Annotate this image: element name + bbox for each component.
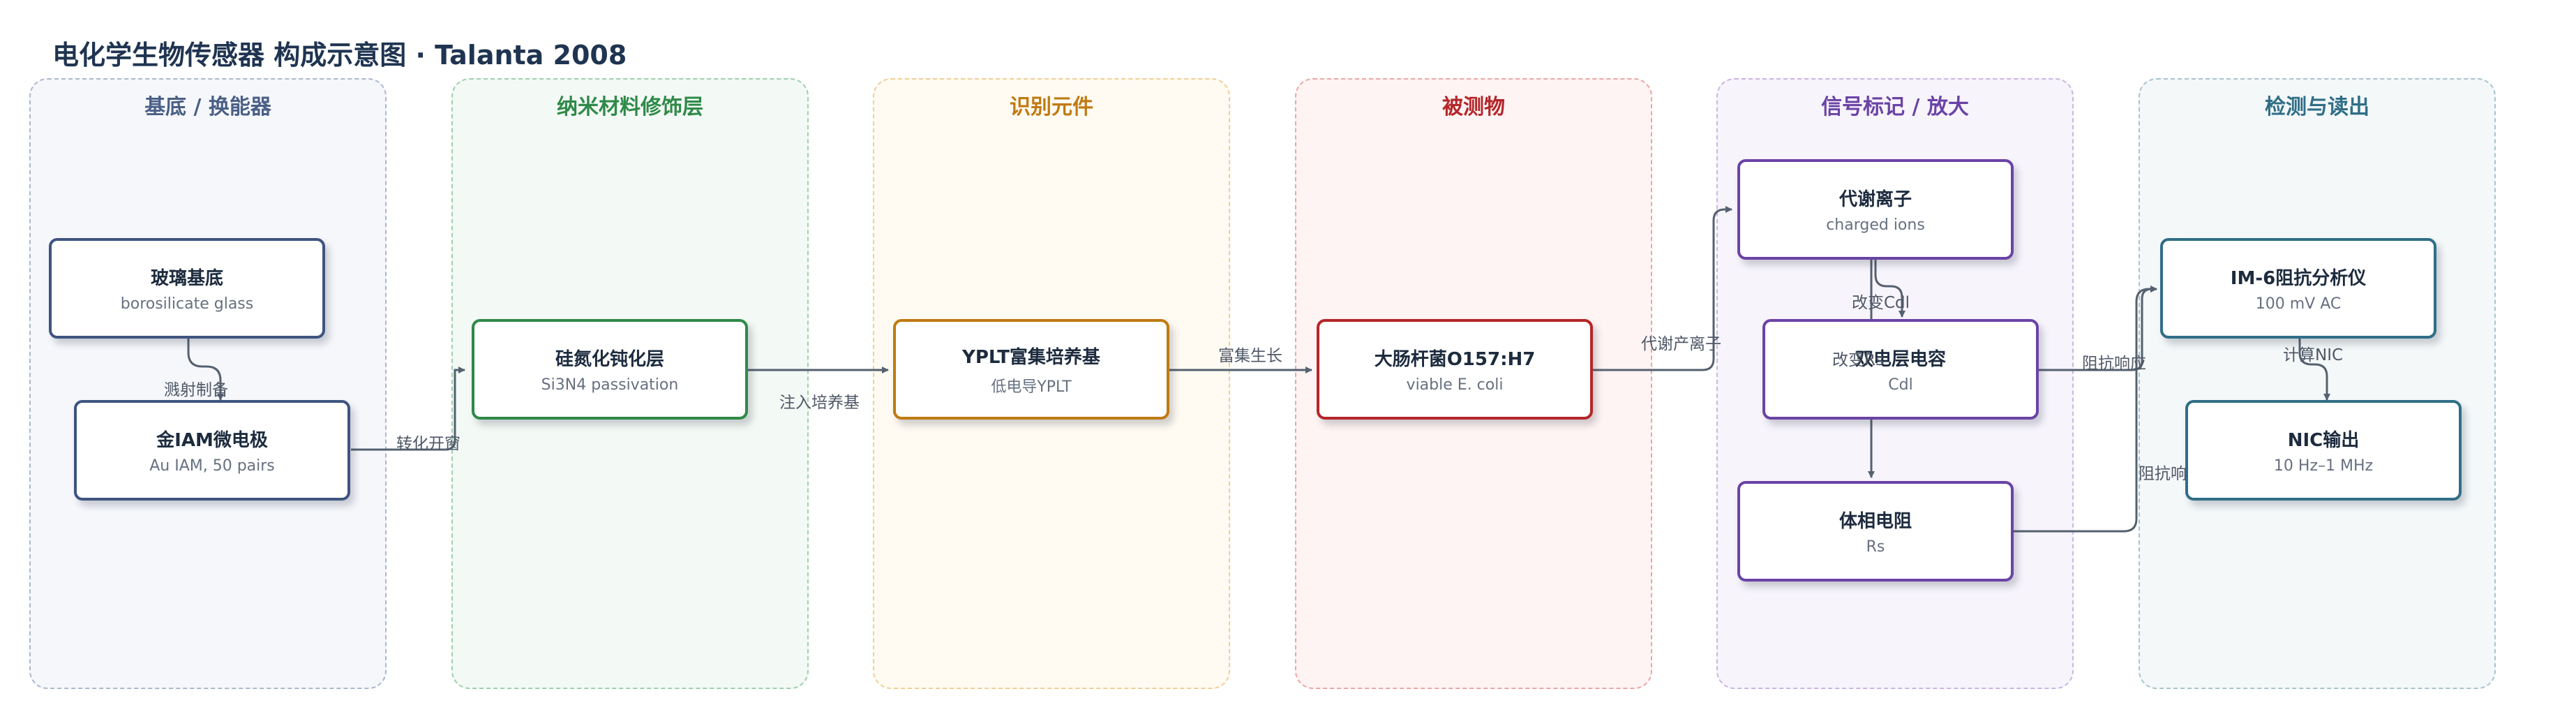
node-subtitle: viable E. coli	[1406, 376, 1504, 394]
lane-detection: 检测与读出	[2139, 78, 2496, 689]
edge-sputter	[187, 339, 224, 401]
node-bulk-resistance: 体相电阻 Rs	[1737, 481, 2014, 582]
edge-calc	[2298, 339, 2330, 401]
lane-title: 被测物	[1442, 95, 1505, 119]
edge-label-calc: 计算NIC	[2283, 346, 2343, 364]
node-si3n4-passivation: 硅氮化钝化层 Si3N4 passivation	[472, 319, 748, 420]
edge-label-ions: 代谢产离子	[1641, 335, 1721, 353]
node-subtitle: Si3N4 passivation	[541, 376, 679, 394]
lane-title: 基底 / 换能器	[144, 95, 271, 119]
edge-impedance-2	[2009, 286, 2157, 533]
edge-cdl-change	[1874, 260, 1905, 318]
node-ecoli: 大肠杆菌O157:H7 viable E. coli	[1317, 319, 1593, 420]
node-title: YPLT富集培养基	[962, 346, 1100, 368]
lane-title: 信号标记 / 放大	[1821, 95, 1969, 119]
node-title: 双电层电容	[1855, 349, 1946, 370]
node-subtitle: 10 Hz–1 MHz	[2273, 457, 2374, 475]
node-glass-substrate: 玻璃基底 borosilicate glass	[49, 238, 325, 339]
node-subtitle: borosilicate glass	[120, 295, 254, 313]
edge-label-sputter: 溅射制备	[164, 381, 228, 399]
node-subtitle: 100 mV AC	[2255, 295, 2342, 313]
node-subtitle: charged ions	[1826, 216, 1925, 234]
edge-label-cdl-change: 改变Cdl	[1852, 294, 1910, 312]
node-impedance-analyzer: IM-6阻抗分析仪 100 mV AC	[2160, 238, 2436, 339]
node-gold-microelectrode: 金IAM微电极 Au IAM, 50 pairs	[74, 400, 350, 501]
lane-title: 识别元件	[1010, 95, 1093, 119]
lane-title: 纳米材料修饰层	[557, 95, 703, 119]
node-subtitle: Au IAM, 50 pairs	[149, 457, 275, 475]
edge-ions	[1593, 206, 1732, 371]
node-subtitle: 低电导YPLT	[991, 378, 1072, 396]
node-title: 大肠杆菌O157:H7	[1374, 349, 1536, 370]
edge-label-imp1: 阻抗响应	[2082, 355, 2146, 373]
node-title: 金IAM微电极	[156, 430, 268, 451]
edge-label-window: 转化开窗	[396, 435, 460, 453]
node-title: 代谢离子	[1839, 189, 1912, 210]
edge-window	[351, 367, 465, 451]
node-metabolic-ions: 代谢离子 charged ions	[1737, 159, 2014, 260]
node-title: NIC输出	[2287, 430, 2360, 451]
page-title: 电化学生物传感器 构成示意图 · Talanta 2008	[52, 40, 627, 71]
node-subtitle: Rs	[1866, 538, 1885, 556]
node-yplt-medium: YPLT富集培养基 低电导YPLT	[893, 319, 1169, 420]
node-title: 硅氮化钝化层	[555, 349, 664, 370]
node-title: 玻璃基底	[150, 268, 223, 289]
edge-label-inject: 注入培养基	[779, 394, 860, 412]
node-subtitle: Cdl	[1888, 376, 1913, 394]
node-nic-output: NIC输出 10 Hz–1 MHz	[2185, 400, 2462, 501]
edge-label-grow: 富集生长	[1218, 347, 1282, 365]
lane-substrate: 基底 / 换能器	[29, 78, 387, 689]
node-double-layer-capacitance: 双电层电容 Cdl	[1762, 319, 2039, 420]
lane-title: 检测与读出	[2265, 95, 2369, 119]
node-title: 体相电阻	[1839, 511, 1912, 532]
node-title: IM-6阻抗分析仪	[2230, 268, 2367, 289]
